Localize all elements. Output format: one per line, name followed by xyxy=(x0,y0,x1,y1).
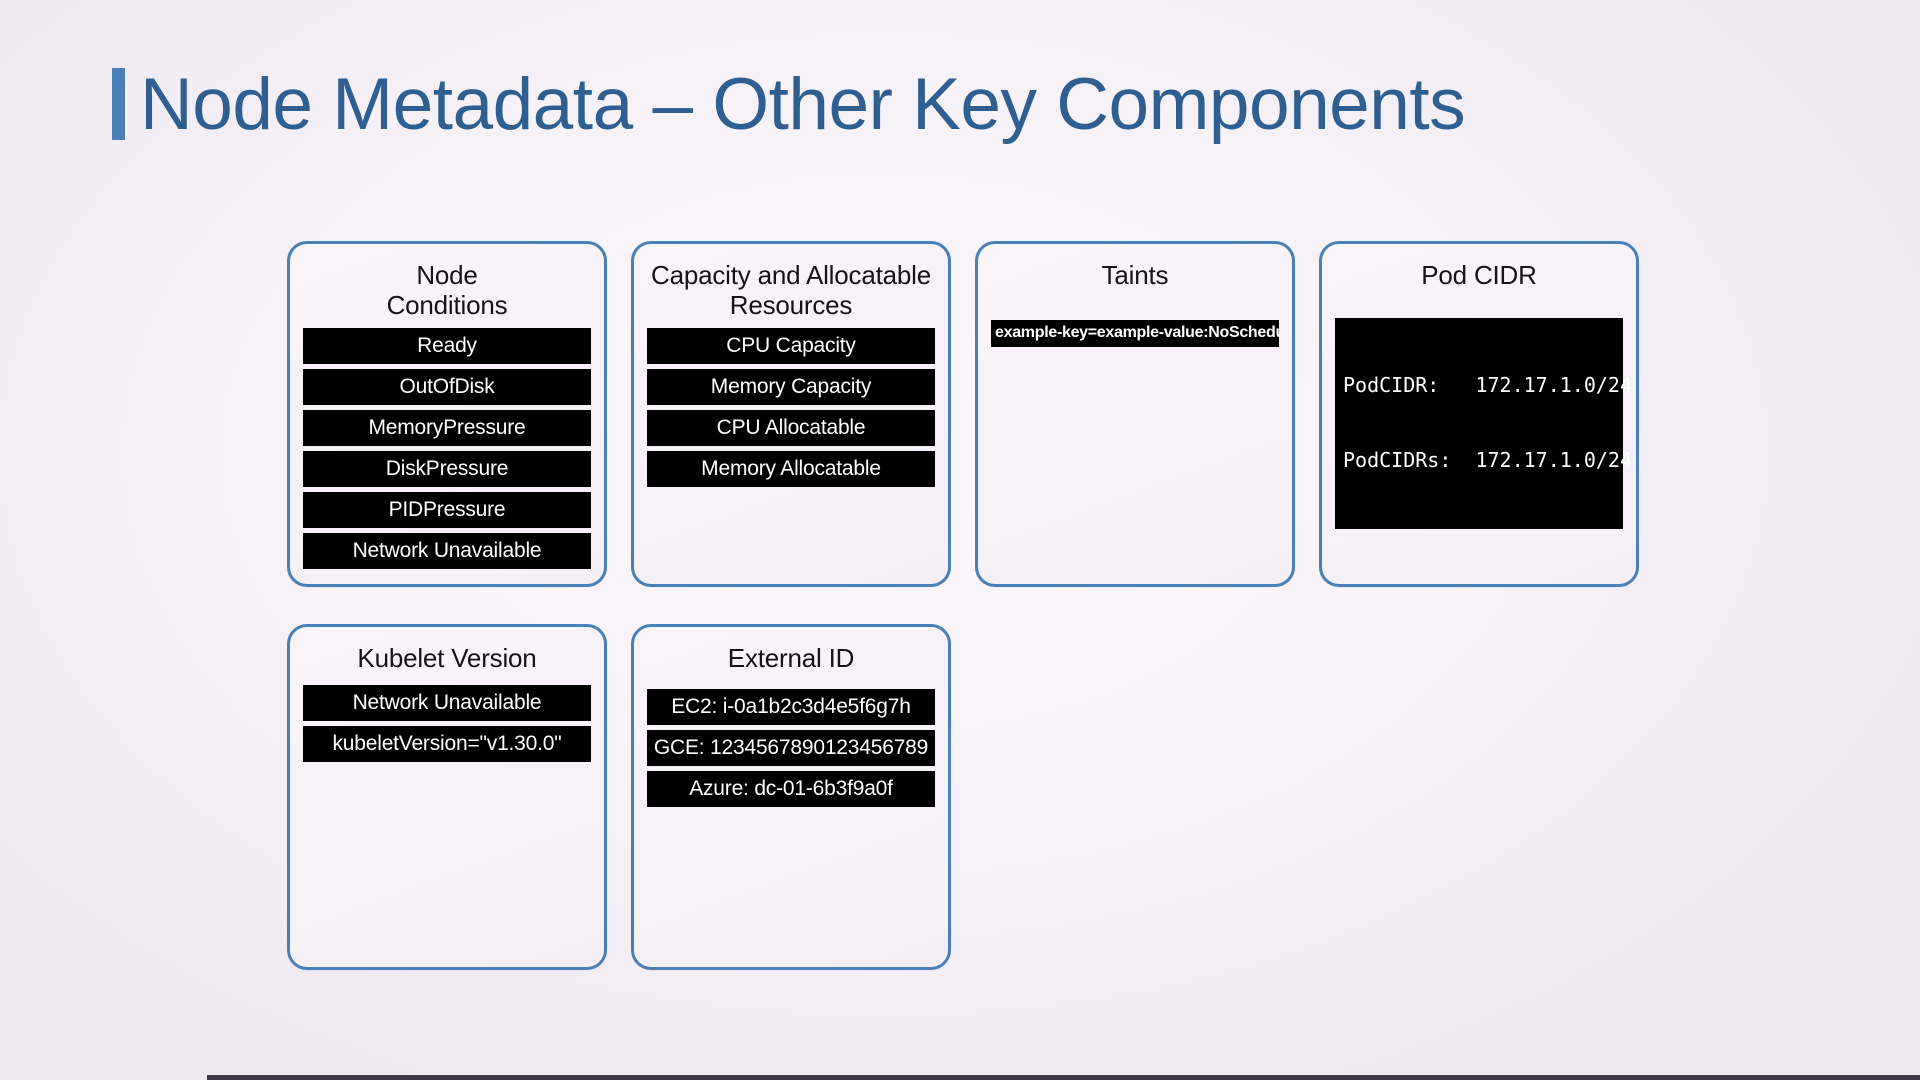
card-capacity-allocatable-resources[interactable]: Capacity and Allocatable Resources CPU C… xyxy=(631,241,951,587)
chip-item[interactable]: CPU Capacity xyxy=(647,328,935,365)
card-title-line-1: Node xyxy=(416,260,478,290)
card-title: Taints xyxy=(1101,260,1169,290)
chip-item[interactable]: PIDPressure xyxy=(303,492,591,529)
card-title-line-2: Resources xyxy=(729,290,853,321)
chip-item[interactable]: Memory Allocatable xyxy=(647,451,935,488)
chip-list: Ready OutOfDisk MemoryPressure DiskPress… xyxy=(303,328,591,570)
chip-list: example-key=example-value:NoSchedule xyxy=(991,320,1279,348)
chip-list: EC2: i-0a1b2c3d4e5f6g7h GCE: 12345678901… xyxy=(647,689,935,808)
chip-item[interactable]: DiskPressure xyxy=(303,451,591,488)
card-external-id[interactable]: External ID EC2: i-0a1b2c3d4e5f6g7h GCE:… xyxy=(631,624,951,970)
code-line: PodCIDR: 172.17.1.0/24 xyxy=(1343,373,1632,398)
code-line: PodCIDRs: 172.17.1.0/24 xyxy=(1343,448,1632,473)
card-title: Node Conditions xyxy=(387,260,508,320)
card-grid: Node Conditions Ready OutOfDisk MemoryPr… xyxy=(287,241,1639,970)
card-title: Pod CIDR xyxy=(1421,260,1537,290)
page-title: Node Metadata – Other Key Components xyxy=(112,58,1466,150)
chip-item[interactable]: GCE: 1234567890123456789 xyxy=(647,730,935,767)
card-pod-cidr[interactable]: Pod CIDR PodCIDR: 172.17.1.0/24 PodCIDRs… xyxy=(1319,241,1639,587)
chip-list: Network Unavailable kubeletVersion="v1.3… xyxy=(303,685,591,763)
title-text: Node Metadata – Other Key Components xyxy=(140,63,1466,145)
chip-list: CPU Capacity Memory Capacity CPU Allocat… xyxy=(647,328,935,488)
chip-item[interactable]: EC2: i-0a1b2c3d4e5f6g7h xyxy=(647,689,935,726)
chip-item[interactable]: MemoryPressure xyxy=(303,410,591,447)
chip-item[interactable]: example-key=example-value:NoSchedule xyxy=(991,320,1279,348)
chip-item[interactable]: kubeletVersion="v1.30.0" xyxy=(303,726,591,763)
card-taints[interactable]: Taints example-key=example-value:NoSched… xyxy=(975,241,1295,587)
chip-item[interactable]: CPU Allocatable xyxy=(647,410,935,447)
pod-cidr-code-block[interactable]: PodCIDR: 172.17.1.0/24 PodCIDRs: 172.17.… xyxy=(1335,318,1632,530)
chip-item[interactable]: OutOfDisk xyxy=(303,369,591,406)
card-title-line-1: Capacity and Allocatable xyxy=(651,260,931,290)
card-title: External ID xyxy=(727,643,855,673)
card-title-line-2: Conditions xyxy=(386,290,508,321)
chip-item[interactable]: Network Unavailable xyxy=(303,533,591,570)
title-accent-bar xyxy=(112,68,125,140)
chip-item[interactable]: Network Unavailable xyxy=(303,685,591,722)
chip-item[interactable]: Memory Capacity xyxy=(647,369,935,406)
bottom-rule xyxy=(207,1075,1920,1080)
card-title: Capacity and Allocatable Resources xyxy=(651,260,931,320)
chip-item[interactable]: Azure: dc-01-6b3f9a0f xyxy=(647,771,935,808)
card-title: Kubelet Version xyxy=(357,643,537,673)
chip-list: PodCIDR: 172.17.1.0/24 PodCIDRs: 172.17.… xyxy=(1335,318,1632,530)
card-node-conditions[interactable]: Node Conditions Ready OutOfDisk MemoryPr… xyxy=(287,241,607,587)
chip-item[interactable]: Ready xyxy=(303,328,591,365)
card-kubelet-version[interactable]: Kubelet Version Network Unavailable kube… xyxy=(287,624,607,970)
